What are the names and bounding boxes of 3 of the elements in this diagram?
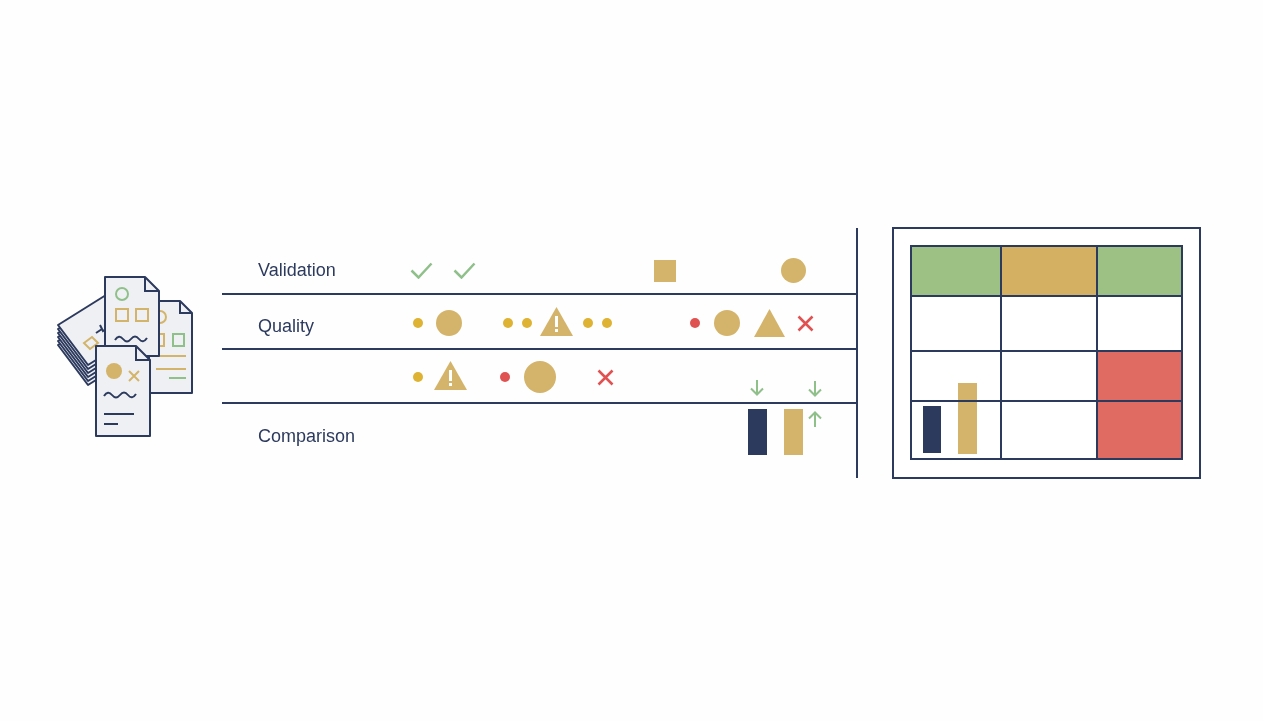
row-label: Validation	[258, 259, 336, 281]
row-label: Quality	[258, 315, 315, 337]
row-label: Comparison	[258, 425, 356, 447]
